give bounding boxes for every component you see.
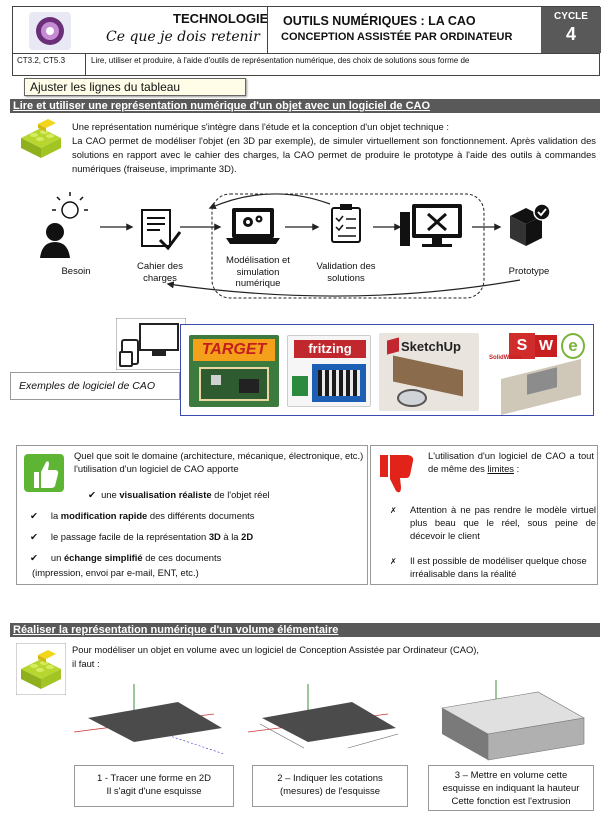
sketchup-software-image: SketchUp [379,333,479,411]
limit-item-1: Attention à ne pas rendre le modèle virt… [410,504,596,541]
section2-intro: Pour modéliser un objet en volume avec u… [72,644,479,655]
software-caption: Exemples de logiciel de CAO [19,380,155,392]
computer-tools-icon [400,204,462,247]
section1-heading: Lire et utiliser une représentation numé… [10,99,600,113]
limit-item-2: Il est possible de modéliser quelque cho… [410,555,587,579]
prototype-box-icon [510,203,551,246]
advantages-box [16,445,368,585]
fritzing-logo: fritzing [294,340,366,358]
technology-logo-icon [29,12,71,50]
sketch-2d-illustration [74,684,225,755]
thumbs-up-icon [24,454,64,492]
section1-intro: Une représentation numérique s'intègre d… [72,121,449,132]
step-3-caption: 3 – Mettre en volume cette esquisse en i… [428,765,594,811]
limits-intro: L'utilisation d'un logiciel de CAO a tou… [428,450,594,474]
limit-bullet-icon-1: ✗ [390,506,397,515]
cycle-number: 4 [565,24,576,44]
cycle-badge: CYCLE 4 [541,7,601,53]
section1-body: La CAO permet de modéliser l'objet (en 3… [72,135,596,174]
flow-besoin-label: Besoin [61,266,91,277]
limits-box [370,445,598,585]
clipboard-checklist-icon [331,204,361,243]
step-2-caption: 2 – Indiquer les cotations (mesures) de … [252,765,408,807]
limit-bullet-icon-2: ✗ [390,557,397,566]
topic-subtitle: CONCEPTION ASSISTÉE PAR ORDINATEUR [281,31,513,43]
sketchup-logo: SketchUp [401,339,461,354]
devices-icon [116,318,186,370]
advantage-item-4-detail: (impression, envoi par e-mail, ENT, etc.… [32,567,199,578]
advantages-intro: Quel que soit le domaine (architecture, … [74,450,364,474]
thumbs-down-icon [380,455,414,493]
software-caption-box: Exemples de logiciel de CAO [10,372,180,400]
person-idea-icon [40,192,88,258]
header: TECHNOLOGIE Ce que je dois retenir OUTIL… [12,6,601,54]
flow-cahier-label: Cahier des charges [137,261,183,284]
advantage-item-1: ✔ une visualisation réaliste de l'objet … [88,489,270,500]
laptop-gears-icon [226,208,280,244]
flow-validation-label: Validation des solutions [316,261,376,284]
advantage-item-4: ✔ un échange simplifié de ces documents [30,552,222,563]
competence-code: CT3.2, CT5.3 [17,56,66,65]
lego-brick-icon [21,119,61,158]
target-logo: TARGET [193,339,275,361]
tooltip-adjust-rows[interactable]: Ajuster les lignes du tableau [24,78,246,96]
section2-intro-2: il faut : [72,658,100,669]
fritzing-software-image: fritzing [287,335,371,407]
advantage-item-2: ✔ la modification rapide des différents … [30,510,255,521]
competence-text: Lire, utiliser et produire, à l'aide d'o… [91,56,470,65]
topic-title: OUTILS NUMÉRIQUES : LA CAO [283,14,476,28]
design-flow-diagram [40,192,551,299]
dimensioned-sketch-illustration [248,684,399,749]
solidworks-software-image: S W e SolidWorks [487,329,589,415]
header-subtitle: Ce que je dois retenir [106,29,260,45]
section2-heading: Réaliser la représentation numérique d'u… [10,623,600,637]
lego-brick-icon [16,643,66,695]
target-software-image: TARGET [189,335,279,407]
flow-modelisation-label: Modélisation et simulation numérique [226,255,290,289]
extrusion-3d-illustration [441,680,585,761]
cycle-label: CYCLE [554,11,588,22]
competences-row: CT3.2, CT5.3 Lire, utiliser et produire,… [12,54,600,76]
header-title: TECHNOLOGIE [173,11,269,26]
software-examples-panel: TARGET fritzing SketchUp S W e SolidWork… [180,324,594,416]
solidworks-logo: SolidWorks [489,355,522,361]
advantage-item-3: ✔ le passage facile de la représentation… [30,531,254,542]
step-1-caption: 1 - Tracer une forme en 2D Il s'agit d'u… [74,765,234,807]
checklist-document-icon [141,209,182,251]
flow-prototype-label: Prototype [508,266,550,277]
